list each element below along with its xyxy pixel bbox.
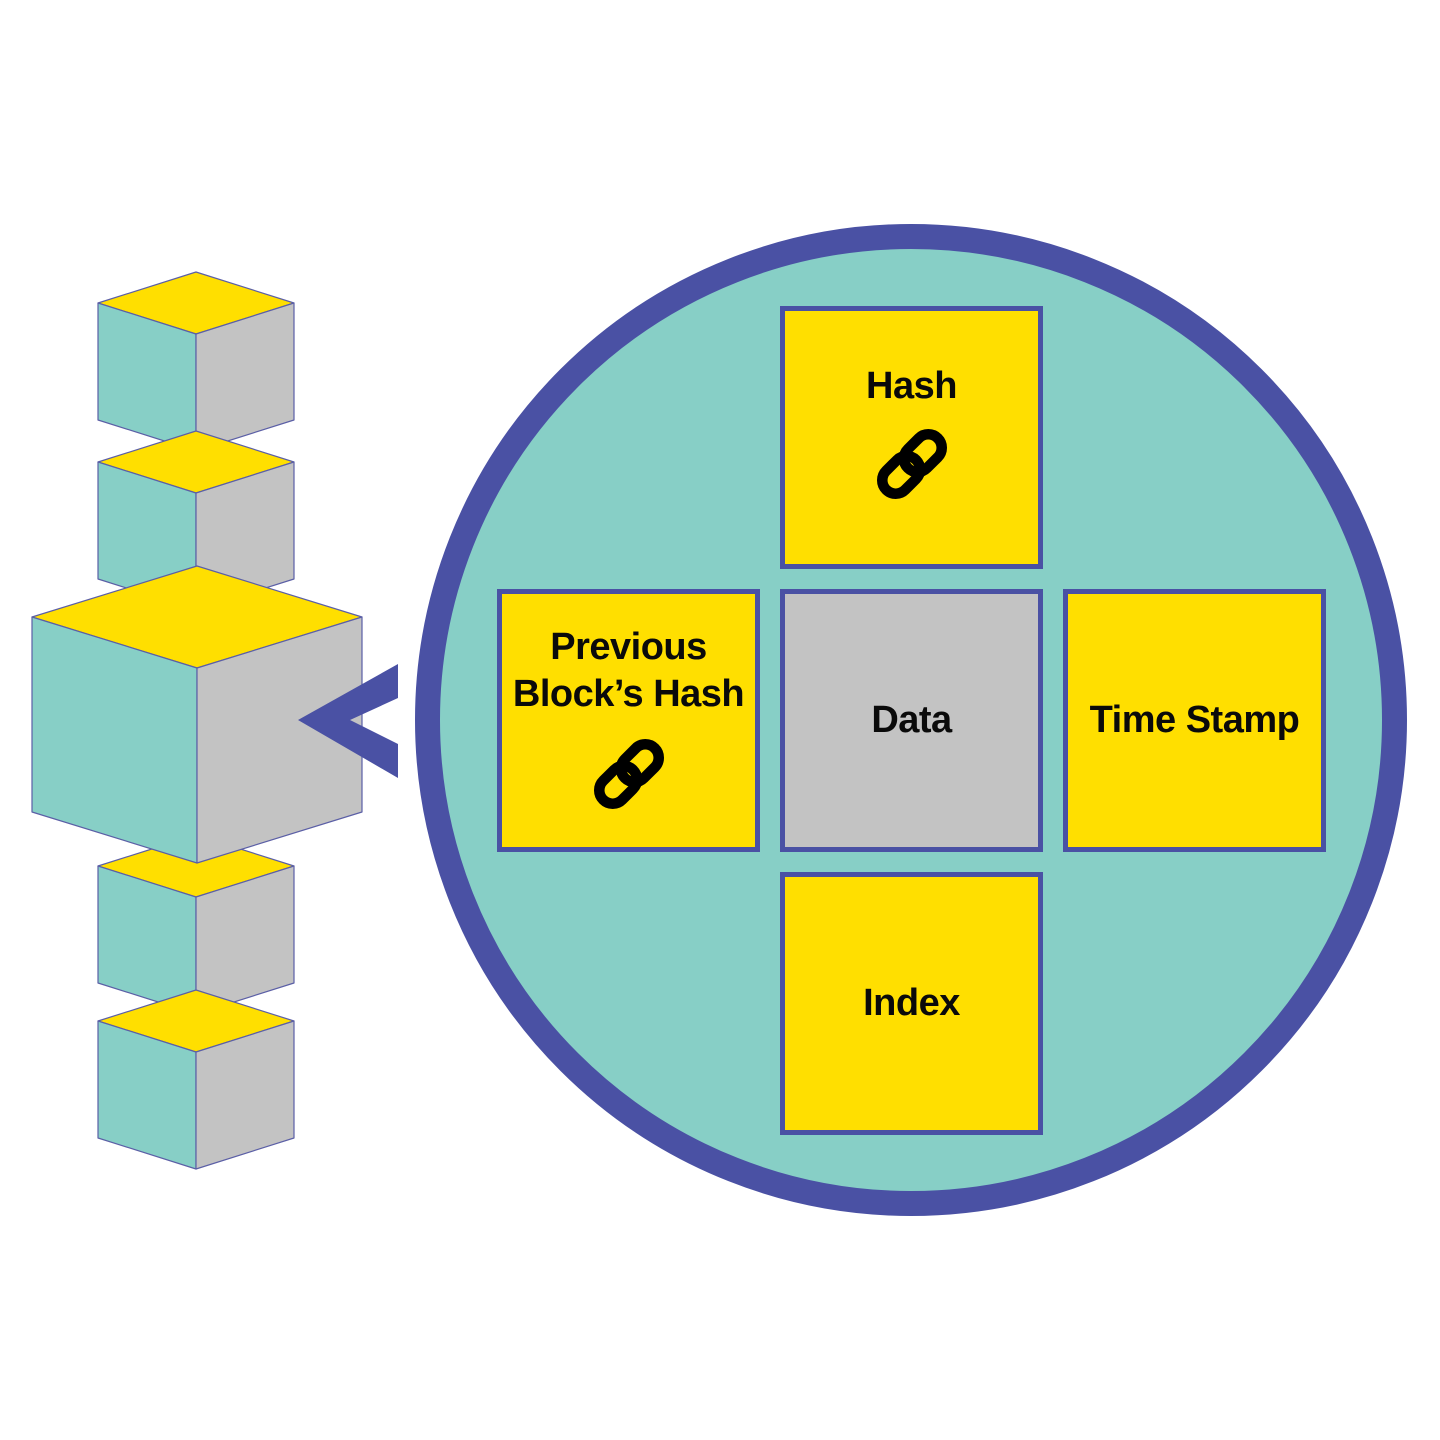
data-field: Data [780,589,1043,852]
cube-block-2 [97,430,295,611]
cube-block-4 [97,834,295,1015]
hash-field: Hash [780,306,1043,569]
index-label: Index [863,982,960,1024]
hash-label: Hash [866,365,957,407]
cube-right-face [196,616,363,864]
cube-right-face [195,865,295,1015]
link-icon [581,726,677,827]
previous-hash-label: Previous Block’s Hash [512,626,745,715]
timestamp-field: Time Stamp [1063,589,1326,852]
cube-block-3 [31,565,363,864]
cube-right-face [195,302,295,452]
cube-right-face [195,1020,295,1170]
data-label: Data [871,699,952,741]
timestamp-label: Time Stamp [1089,699,1300,741]
link-icon [864,416,960,517]
chevron-left-icon [298,664,398,778]
previous-hash-field: Previous Block’s Hash [497,589,760,852]
cube-block-5 [97,989,295,1170]
block-chain [31,271,363,1170]
index-field: Index [780,872,1043,1135]
cube-block-1 [97,271,295,452]
